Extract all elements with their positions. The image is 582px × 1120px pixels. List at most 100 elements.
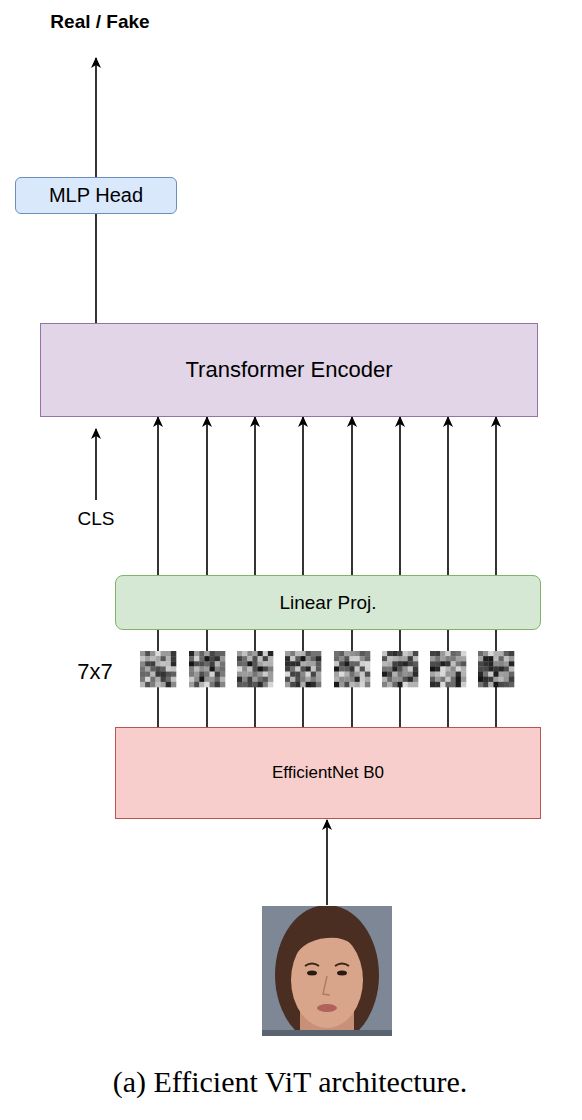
feature-map-cell [451, 672, 456, 677]
feature-map-cell [242, 672, 247, 677]
dimension-label: 7x7 [77, 659, 112, 685]
feature-map-cell [360, 651, 365, 656]
face-image [262, 906, 392, 1036]
feature-map-cell [440, 666, 445, 671]
feature-map-cell [403, 682, 408, 687]
feature-map-cell [220, 672, 225, 677]
feature-map-cell [171, 672, 176, 677]
feature-map-cell [344, 656, 349, 661]
feature-map-cell [258, 651, 263, 656]
feature-map-cell [204, 651, 209, 656]
feature-map-cell [237, 651, 242, 656]
feature-map-cell [252, 661, 257, 666]
feature-map-cell [316, 682, 321, 687]
feature-map-cell [316, 656, 321, 661]
feature-map-cell [403, 651, 408, 656]
feature-map-cell [290, 666, 295, 671]
feature-map-cell [268, 651, 273, 656]
feature-map-cell [349, 656, 354, 661]
feature-map-cell [499, 672, 504, 677]
node-text: Transformer Encoder [185, 357, 392, 383]
feature-map-cell [189, 666, 194, 671]
feature-map-cell [334, 651, 339, 656]
feature-map-cell [215, 672, 220, 677]
feature-map-cell [493, 677, 498, 682]
feature-map-cell [451, 666, 456, 671]
feature-map-cell [344, 661, 349, 666]
feature-map-cell [461, 661, 466, 666]
feature-map-cell [349, 661, 354, 666]
feature-map-cell [488, 682, 493, 687]
node-text: MLP Head [49, 184, 143, 207]
feature-map-cell [237, 677, 242, 682]
feature-map-cell [488, 677, 493, 682]
feature-map-cell [387, 666, 392, 671]
feature-map-cell [344, 651, 349, 656]
feature-map-cell [493, 656, 498, 661]
feature-map-cell [290, 677, 295, 682]
feature-map-cell [311, 682, 316, 687]
feature-map-cell [285, 666, 290, 671]
feature-map-cell [189, 651, 194, 656]
feature-map-cell [392, 661, 397, 666]
feature-map-cell [382, 682, 387, 687]
feature-map-cell [360, 656, 365, 661]
feature-map-cell [311, 666, 316, 671]
feature-map-cell [306, 656, 311, 661]
feature-map-cell [220, 677, 225, 682]
feature-map-cell [493, 661, 498, 666]
feature-map-cell [456, 672, 461, 677]
feature-map-cell [150, 656, 155, 661]
feature-map-cell [493, 672, 498, 677]
feature-map-cell [155, 656, 160, 661]
feature-map-cell [300, 651, 305, 656]
feature-map-cell [483, 672, 488, 677]
feature-map-cell [334, 677, 339, 682]
feature-map-cell [382, 661, 387, 666]
feature-map-cell [478, 651, 483, 656]
feature-map-cell [456, 661, 461, 666]
feature-map-cell [258, 672, 263, 677]
feature-map-cell [397, 651, 402, 656]
feature-map-cell [161, 651, 166, 656]
feature-map-cell [300, 682, 305, 687]
feature-map-cell [365, 677, 370, 682]
feature-map-cell [215, 651, 220, 656]
feature-map-cell [387, 651, 392, 656]
feature-map-cell [344, 677, 349, 682]
feature-map-cell [387, 661, 392, 666]
feature-map-cell [166, 666, 171, 671]
feature-map-cell [247, 682, 252, 687]
feature-map-cell [215, 677, 220, 682]
feature-map-cell [365, 656, 370, 661]
transformer-encoder-box: Transformer Encoder [40, 323, 538, 417]
feature-map-cell [430, 682, 435, 687]
feature-map-cell [413, 672, 418, 677]
feature-map-cell [451, 656, 456, 661]
feature-map-cell [311, 656, 316, 661]
feature-map-cell [413, 682, 418, 687]
feature-map-cell [247, 666, 252, 671]
feature-map-cell [189, 677, 194, 682]
feature-map-cell [242, 661, 247, 666]
feature-map-cell [499, 656, 504, 661]
connector-arrow [95, 214, 97, 323]
feature-map-cell [360, 661, 365, 666]
feature-map-cell [478, 666, 483, 671]
face-brow [305, 964, 319, 967]
feature-map-cell [316, 651, 321, 656]
feature-map-cell [290, 656, 295, 661]
feature-map-cell [365, 672, 370, 677]
feature-map-cell [392, 651, 397, 656]
feature-map-cell [199, 677, 204, 682]
feature-map-cell [440, 682, 445, 687]
feature-map-cell [247, 677, 252, 682]
feature-map-cell [461, 682, 466, 687]
feature-map-cell [392, 666, 397, 671]
feature-map-cell [237, 656, 242, 661]
feature-map-cell [300, 672, 305, 677]
feature-map-cell [504, 666, 509, 671]
feature-map-cell [306, 661, 311, 666]
connector-arrow [157, 630, 159, 727]
